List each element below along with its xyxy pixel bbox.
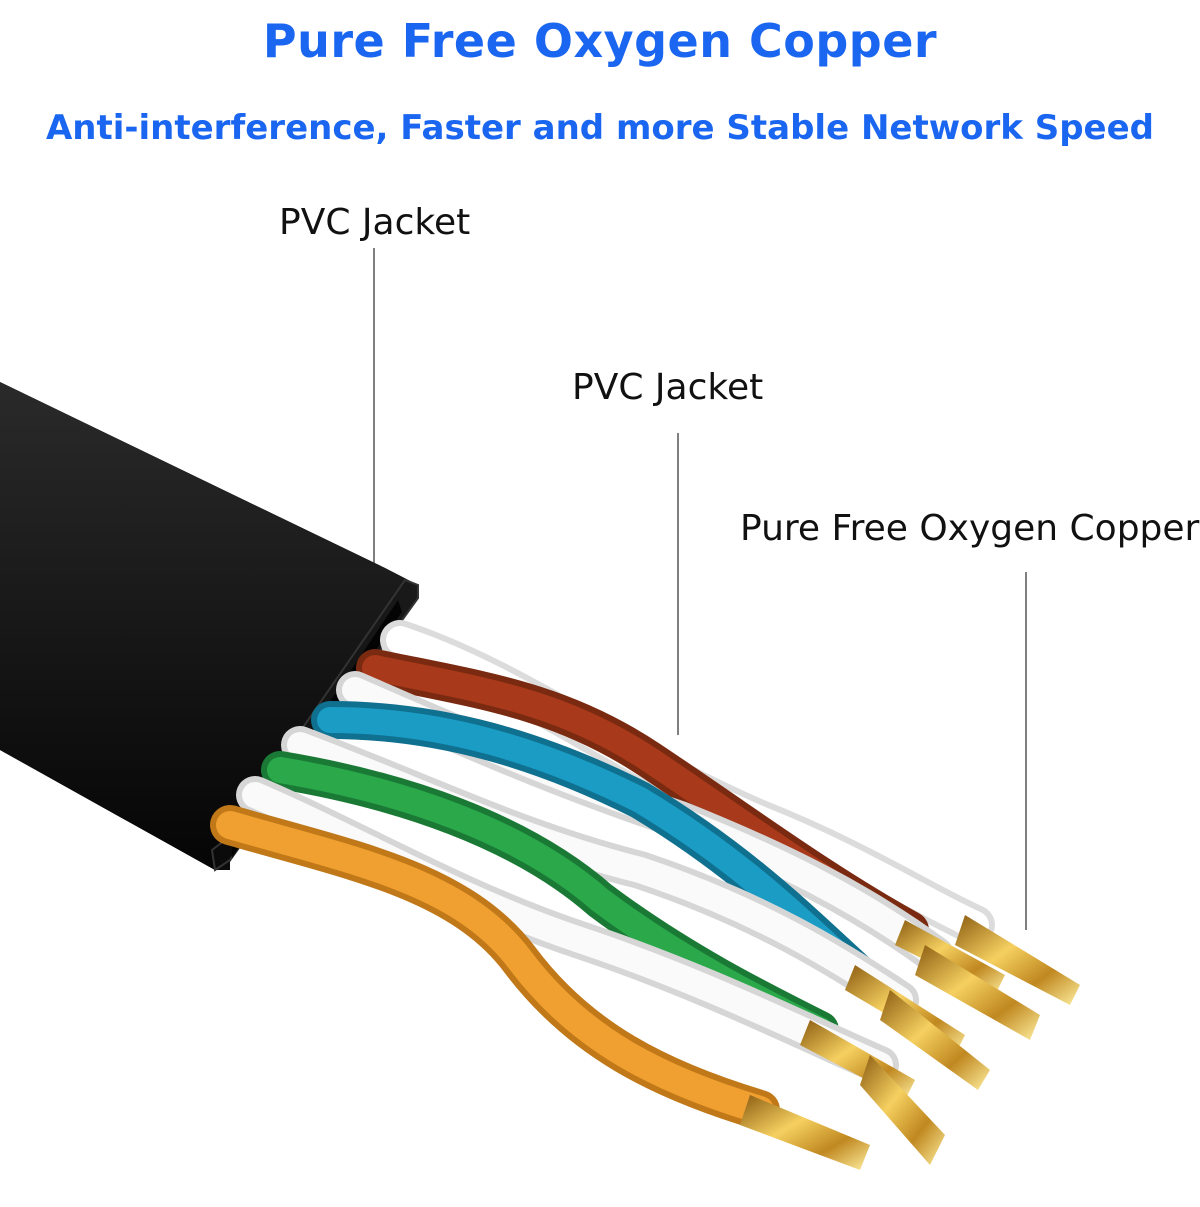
copper-tip-3 (915, 945, 1040, 1040)
copper-tip-5 (880, 990, 990, 1090)
copper-tip-7 (860, 1055, 945, 1165)
page-title: Pure Free Oxygen Copper (262, 14, 938, 68)
copper-tip-8 (740, 1095, 870, 1170)
page-subtitle: Anti-interference, Faster and more Stabl… (45, 108, 1155, 148)
callout-label-wire-insulation: PVC Jacket (572, 367, 764, 408)
copper-tip-1 (955, 915, 1080, 1005)
copper-conductor (740, 915, 1080, 1170)
callout-leader-lines (373, 248, 1027, 930)
wire-bundle (210, 620, 995, 1130)
callout-label-copper-conductor: Pure Free Oxygen Copper (740, 508, 1200, 549)
copper-tip-2 (895, 920, 1005, 995)
callout-label-outer-jacket: PVC Jacket (279, 202, 471, 243)
